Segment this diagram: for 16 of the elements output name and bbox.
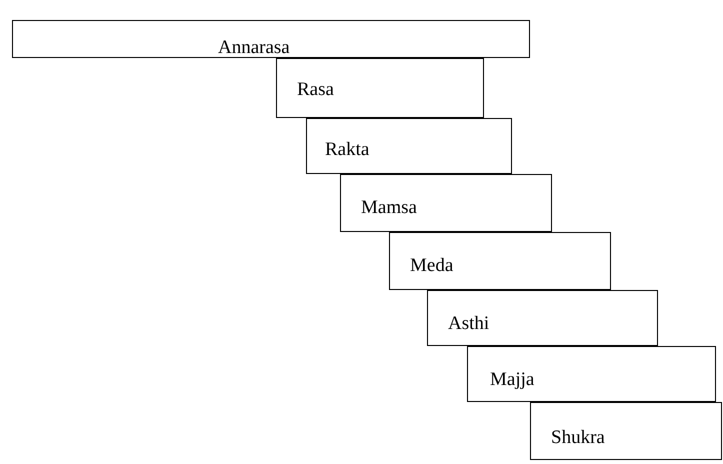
stage-label: Rakta [325, 139, 370, 161]
stage-label: Shukra [551, 427, 605, 449]
stage-box [12, 20, 530, 58]
stage-box [306, 118, 512, 174]
stage-box [340, 174, 552, 232]
stage-label: Mamsa [361, 197, 417, 219]
stage-label: Rasa [297, 79, 334, 101]
stage-box [389, 232, 611, 290]
stage-label: Asthi [448, 313, 490, 335]
stage-label: Meda [410, 255, 454, 277]
stage-box [530, 402, 722, 460]
stage-label: Annarasa [218, 37, 290, 59]
stage-label: Majja [490, 369, 534, 391]
stage-box [467, 346, 716, 402]
stage-box [276, 58, 484, 118]
stage-box [427, 290, 658, 346]
